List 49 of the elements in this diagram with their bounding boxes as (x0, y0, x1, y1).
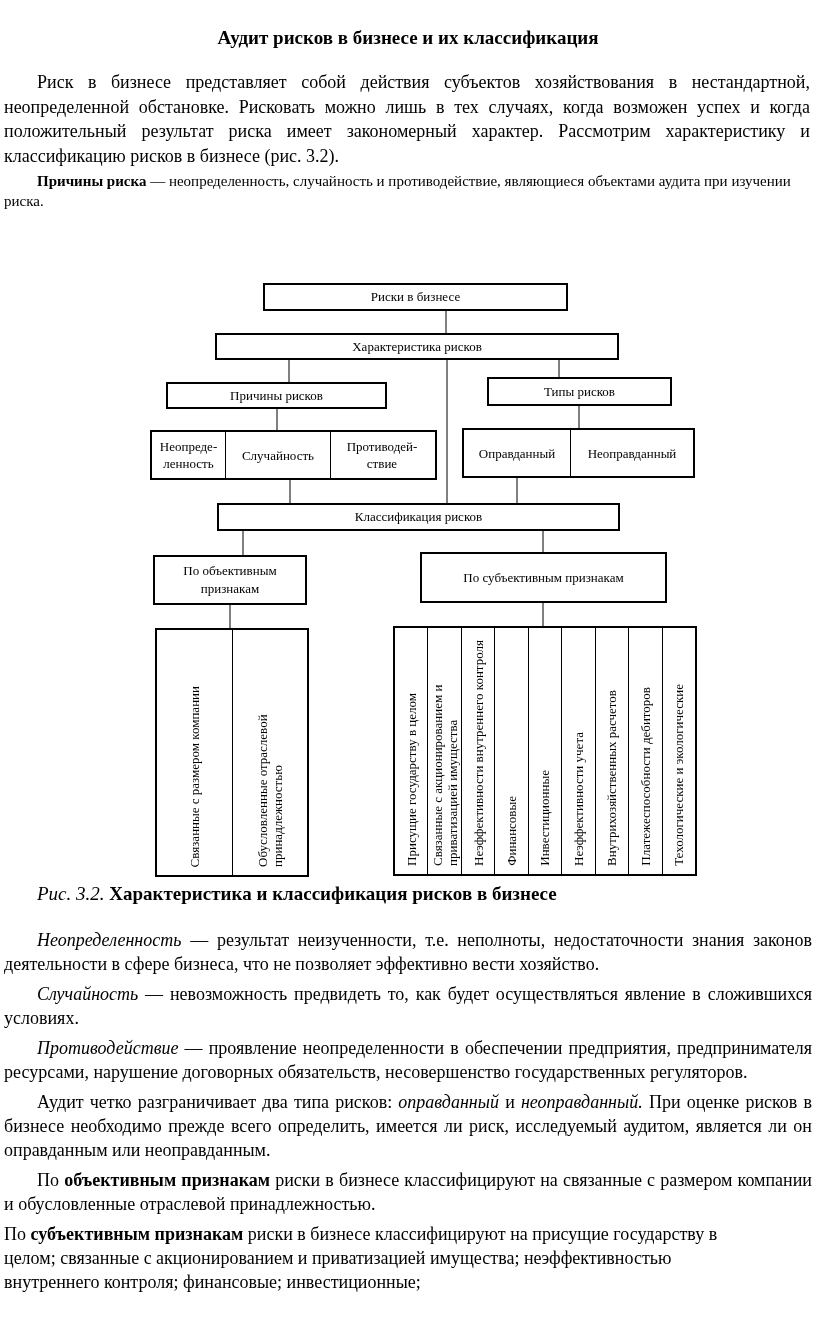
cause-cell: Неопреде-ленность (152, 432, 226, 478)
cause-cell: Оправданный (464, 430, 571, 476)
category-cell: Связанные с акционированием и приватизацией имущества (428, 628, 462, 874)
connector-line (289, 479, 291, 504)
category-cell: Платежеспособности дебиторов (629, 628, 663, 874)
category-box: Типы рисков (487, 377, 672, 406)
category-box: Риски в бизнесе (263, 283, 568, 311)
category-cell: Финансовые (495, 628, 529, 874)
connector-line (276, 408, 278, 431)
cause-cell: Противодей-ствие (331, 432, 433, 478)
connector-line (242, 530, 244, 556)
category-box: По субъективным признакам (420, 552, 667, 603)
category-row (393, 626, 697, 876)
paragraph: По объективным признакам риски в бизнесе классифицируют на связанные с размером компании и обусловленные отраслевой принадлежностью. (4, 1169, 812, 1216)
cause-cell: Случайность (226, 432, 331, 478)
category-cell: Инвестиционные (528, 628, 563, 874)
figure-caption: Рис. 3.2. Характеристика и классификация рисков в бизнесе (37, 882, 557, 906)
paragraph: Неопределенность — результат неизученности, т.е. неполноты, недостаточности знания законов деятельности в сфере бизнеса, что не позволяет эффективно вести хозяйство. (4, 929, 812, 976)
page-title: Аудит рисков в бизнесе и их классификация (216, 26, 600, 50)
connector-line (516, 477, 518, 504)
connector-line (558, 359, 560, 378)
paragraph: По субъективным признакам риски в бизнесе классифицируют на присущие государству в целом; связанные с акционированием и приватизацией имущества; неэффективностью внутреннего контроля; финансовые; инвестиционные; (4, 1223, 719, 1294)
category-cell: Обусловленные отраслевой принадлежностью (232, 630, 307, 875)
connector-line (288, 359, 290, 383)
category-cell: Присущие государству в целом (395, 628, 429, 874)
connector-line (542, 602, 544, 627)
cause-cell: Неоправданный (571, 430, 693, 476)
category-row (155, 628, 309, 877)
category-cell: Неэффективности учета (562, 628, 596, 874)
category-row (150, 430, 437, 480)
category-cell: Неэффективности внутреннего контроля (461, 628, 496, 874)
category-box: По объективным признакам (153, 555, 307, 605)
connector-line (578, 405, 580, 429)
category-box: Причины рисков (166, 382, 387, 409)
category-cell: Техологические и экологические (662, 628, 695, 874)
paragraph: Риск в бизнесе представляет собой действия субъектов хозяйствования в нестандартной, неопределенной обстановке. Рисковать можно лишь в тех случаях, когда возможен успех и когда положительный результат риска имеет закономерный характер. Рассмотрим характеристику и классификацию рисков в бизнесе (рис. 3.2). (4, 71, 810, 168)
category-box: Характеристика рисков (215, 333, 619, 360)
category-row (462, 428, 695, 478)
paragraph: Случайность — невозможность предвидеть то, как будет осуществляться явление в сложившихся условиях. (4, 983, 812, 1030)
connector-line (542, 530, 544, 553)
connector-line (229, 604, 231, 629)
paragraph: Причины риска — неопределенность, случайность и противодействие, являющиеся объектами аудита при изучении риска. (4, 172, 792, 211)
category-cell: Внутрихозяйственных расчетов (595, 628, 630, 874)
connector-line (446, 359, 448, 504)
category-cell: Связанные с размером компании (157, 630, 233, 875)
connector-line (445, 310, 447, 334)
paragraph: Противодействие — проявление неопределенности в обеспечении предприятия, предпринимателя ресурсами, нарушение договорных обязательств, несовершенство государственных регуляторов. (4, 1037, 812, 1084)
paragraph: Аудит четко разграничивает два типа рисков: оправданный и неоправданный. При оценке рисков в бизнесе необходимо прежде всего определить, имеется ли риск, исследуемый аудитом, является ли он оправданным или неоправданным. (4, 1091, 812, 1162)
category-box: Классификация рисков (217, 503, 620, 531)
